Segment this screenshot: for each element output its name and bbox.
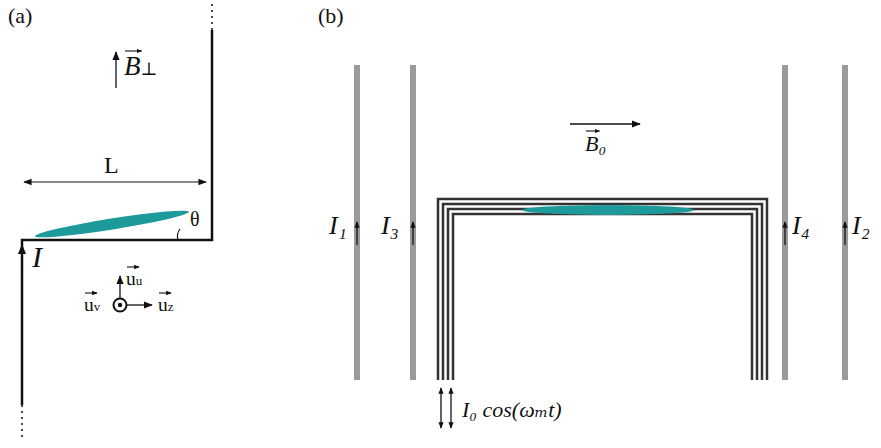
field-arrow <box>115 52 116 88</box>
angle-arc <box>177 229 180 240</box>
vector-arrow <box>159 292 171 293</box>
wire <box>22 4 212 440</box>
atom-cloud <box>34 206 190 241</box>
coil <box>438 199 767 380</box>
vector-arrow <box>85 292 97 293</box>
current-arrow <box>21 245 23 275</box>
atom-cloud <box>522 205 694 215</box>
math-label: B₀ <box>585 132 606 156</box>
external-wires <box>354 65 848 380</box>
vector-arrow <box>127 266 139 267</box>
math-label: I₃ <box>381 212 399 241</box>
math-label: uu <box>126 268 142 289</box>
math-label: θ <box>190 208 200 230</box>
dimension-arrow <box>24 181 206 182</box>
math-label: (b) <box>318 4 344 28</box>
math-label: uv <box>84 294 100 315</box>
math-label: L <box>104 152 119 178</box>
current-arrows <box>357 222 845 245</box>
math-label: I <box>32 240 42 273</box>
ac-current-arrows <box>441 388 451 428</box>
math-label: I₂ <box>852 212 870 241</box>
math-label: B⊥ <box>124 52 157 82</box>
math-label: I₄ <box>792 212 810 241</box>
math-label: I₀ cos(ωₘt) <box>462 398 562 422</box>
math-label: I₁ <box>329 212 347 241</box>
math-label: (a) <box>8 4 32 28</box>
field-arrow <box>570 123 640 124</box>
math-label: uz <box>158 294 174 315</box>
vector-arrows <box>85 51 600 293</box>
